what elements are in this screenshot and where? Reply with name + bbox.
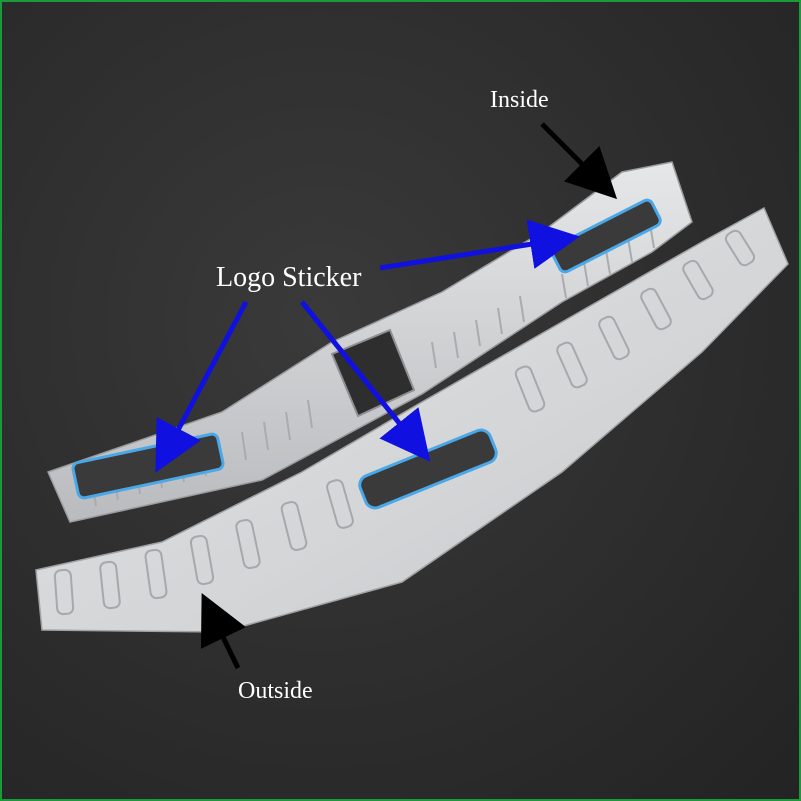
inside-label: Inside bbox=[490, 87, 549, 113]
outside-sill-plate bbox=[35, 206, 789, 633]
logo-sticker-arrows bbox=[155, 219, 580, 473]
logo-sticker-label: Logo Sticker bbox=[216, 262, 362, 293]
arrow-to-inside-plate bbox=[540, 122, 618, 200]
arrow-to-inside-right-sticker bbox=[379, 219, 580, 271]
arrow-to-outside-sticker bbox=[300, 300, 431, 462]
arrow-to-outside-plate bbox=[200, 593, 246, 670]
arrow-to-inside-left-sticker bbox=[155, 300, 249, 473]
outside-label: Outside bbox=[238, 678, 313, 704]
